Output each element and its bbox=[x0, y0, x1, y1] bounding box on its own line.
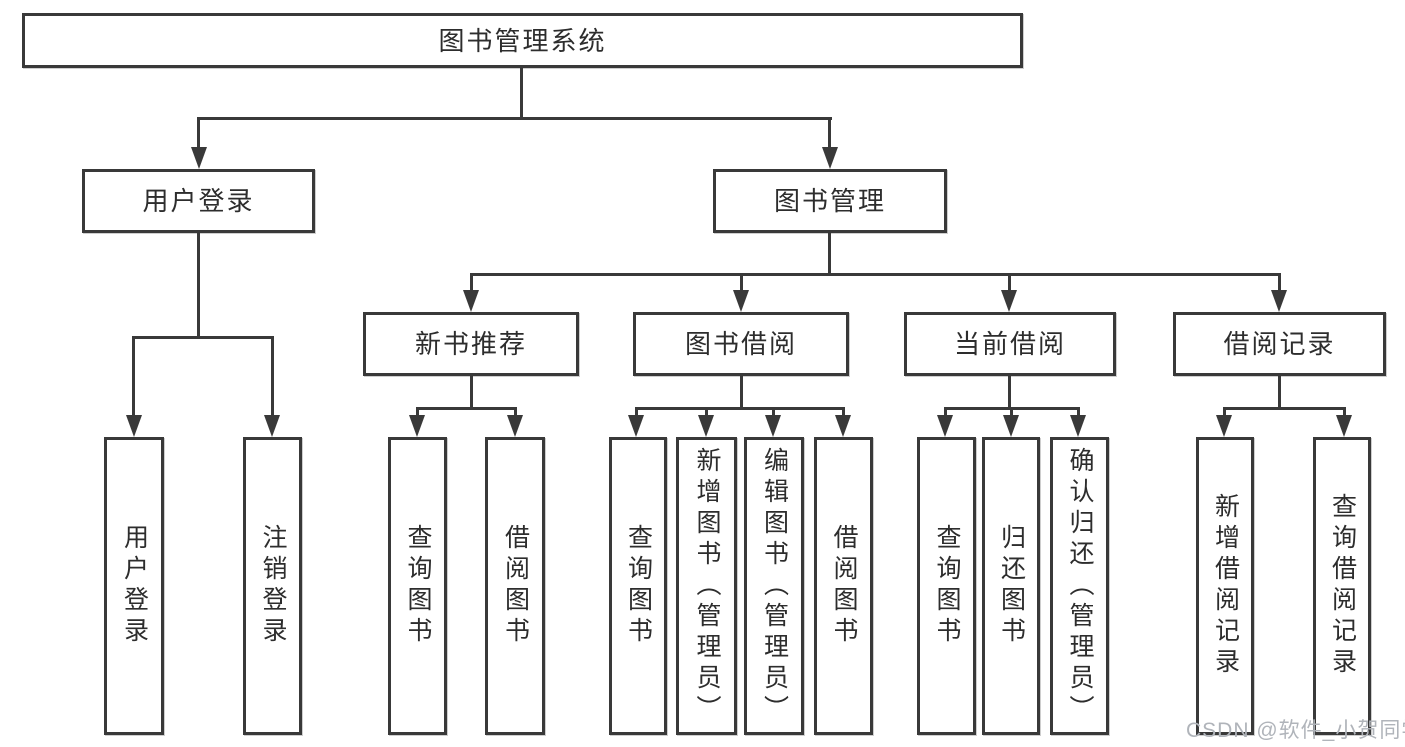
arrow-down-icon bbox=[937, 415, 953, 437]
connector-line bbox=[1010, 407, 1013, 417]
arrow-down-icon bbox=[191, 147, 207, 169]
leaf-query-book-borrowing: 查询图书 bbox=[609, 437, 667, 735]
node-label: 新增借阅记录 bbox=[1211, 493, 1240, 679]
node-label: 用户登录 bbox=[120, 524, 149, 648]
arrow-down-icon bbox=[765, 415, 781, 437]
arrow-down-icon bbox=[1003, 415, 1019, 437]
connector-line bbox=[828, 233, 831, 273]
node-label: 图书借阅 bbox=[684, 329, 797, 359]
leaf-add-book-admin: 新增图书（管理员） bbox=[676, 437, 737, 735]
node-label: 确认归还（管理员） bbox=[1066, 446, 1094, 726]
arrow-down-icon bbox=[264, 415, 280, 437]
node-label: 用户登录 bbox=[142, 186, 255, 216]
leaf-confirm-return-admin: 确认归还（管理员） bbox=[1050, 437, 1109, 735]
leaf-query-borrow-record: 查询借阅记录 bbox=[1313, 437, 1371, 735]
arrow-down-icon bbox=[126, 415, 142, 437]
connector-line bbox=[705, 407, 708, 417]
arrow-down-icon bbox=[463, 290, 479, 312]
connector-line bbox=[197, 117, 200, 149]
node-label: 图书管理 bbox=[773, 186, 886, 216]
node-label: 归还图书 bbox=[997, 524, 1026, 648]
connector-line bbox=[944, 407, 947, 417]
connector-line bbox=[520, 68, 523, 117]
node-label: 借阅记录 bbox=[1223, 329, 1336, 359]
connector-line bbox=[470, 273, 1280, 276]
connector-line bbox=[271, 336, 274, 417]
arrow-down-icon bbox=[835, 415, 851, 437]
node-label: 借阅图书 bbox=[501, 524, 530, 648]
node-label: 新增图书（管理员） bbox=[693, 446, 721, 726]
csdn-watermark: CSDN @软件_小贺同学 bbox=[1186, 719, 1405, 742]
leaf-user-login: 用户登录 bbox=[104, 437, 164, 735]
node-label: 借阅图书 bbox=[830, 524, 858, 648]
connector-line bbox=[740, 376, 743, 407]
node-book-management: 图书管理 bbox=[713, 169, 947, 233]
leaf-borrow-book-borrowing: 借阅图书 bbox=[814, 437, 873, 735]
node-book-borrowing: 图书借阅 bbox=[633, 312, 849, 376]
connector-line bbox=[470, 376, 473, 407]
connector-line bbox=[1008, 376, 1011, 407]
connector-line bbox=[1008, 273, 1011, 292]
leaf-edit-book-admin: 编辑图书（管理员） bbox=[744, 437, 804, 735]
connector-line bbox=[133, 336, 273, 339]
connector-line bbox=[470, 273, 473, 292]
arrow-down-icon bbox=[1271, 290, 1287, 312]
leaf-query-book-current: 查询图书 bbox=[917, 437, 976, 735]
arrow-down-icon bbox=[409, 415, 425, 437]
connector-line bbox=[1223, 407, 1345, 410]
arrow-down-icon bbox=[507, 415, 523, 437]
node-borrowing-records: 借阅记录 bbox=[1173, 312, 1386, 376]
connector-line bbox=[1077, 407, 1080, 417]
node-label: 图书管理系统 bbox=[438, 25, 607, 56]
connector-line bbox=[132, 336, 135, 417]
connector-line bbox=[514, 407, 517, 417]
node-label: 查询图书 bbox=[624, 524, 653, 648]
connector-line bbox=[740, 273, 743, 292]
node-label: 查询图书 bbox=[404, 524, 432, 648]
node-current-borrowing: 当前借阅 bbox=[904, 312, 1116, 376]
arrow-down-icon bbox=[628, 415, 644, 437]
leaf-query-book-recommend: 查询图书 bbox=[388, 437, 447, 735]
connector-line bbox=[828, 117, 831, 149]
node-label: 当前借阅 bbox=[953, 329, 1066, 359]
leaf-return-book: 归还图书 bbox=[982, 437, 1040, 735]
arrow-down-icon bbox=[1001, 290, 1017, 312]
arrow-down-icon bbox=[1070, 415, 1086, 437]
node-label: 查询图书 bbox=[933, 524, 961, 648]
connector-line bbox=[416, 407, 516, 410]
node-label: 注销登录 bbox=[259, 524, 287, 648]
connector-line bbox=[416, 407, 419, 417]
connector-line bbox=[1278, 273, 1281, 292]
node-label: 编辑图书（管理员） bbox=[760, 446, 789, 726]
arrow-down-icon bbox=[698, 415, 714, 437]
connector-line bbox=[1343, 407, 1346, 417]
arrow-down-icon bbox=[733, 290, 749, 312]
node-label: 查询借阅记录 bbox=[1328, 493, 1357, 679]
node-library-management-system: 图书管理系统 bbox=[22, 13, 1023, 68]
leaf-logout: 注销登录 bbox=[243, 437, 302, 735]
connector-line bbox=[1223, 407, 1226, 417]
node-label: 新书推荐 bbox=[414, 329, 527, 359]
arrow-down-icon bbox=[822, 147, 838, 169]
connector-line bbox=[842, 407, 845, 417]
node-user-login: 用户登录 bbox=[82, 169, 315, 233]
node-new-book-recommend: 新书推荐 bbox=[363, 312, 579, 376]
connector-line bbox=[635, 407, 845, 410]
connector-line bbox=[1278, 376, 1281, 407]
arrow-down-icon bbox=[1336, 415, 1352, 437]
leaf-add-borrow-record: 新增借阅记录 bbox=[1196, 437, 1254, 735]
connector-line bbox=[197, 233, 200, 336]
connector-line bbox=[635, 407, 638, 417]
connector-line bbox=[198, 117, 832, 120]
leaf-borrow-book-recommend: 借阅图书 bbox=[485, 437, 545, 735]
connector-line bbox=[772, 407, 775, 417]
arrow-down-icon bbox=[1216, 415, 1232, 437]
